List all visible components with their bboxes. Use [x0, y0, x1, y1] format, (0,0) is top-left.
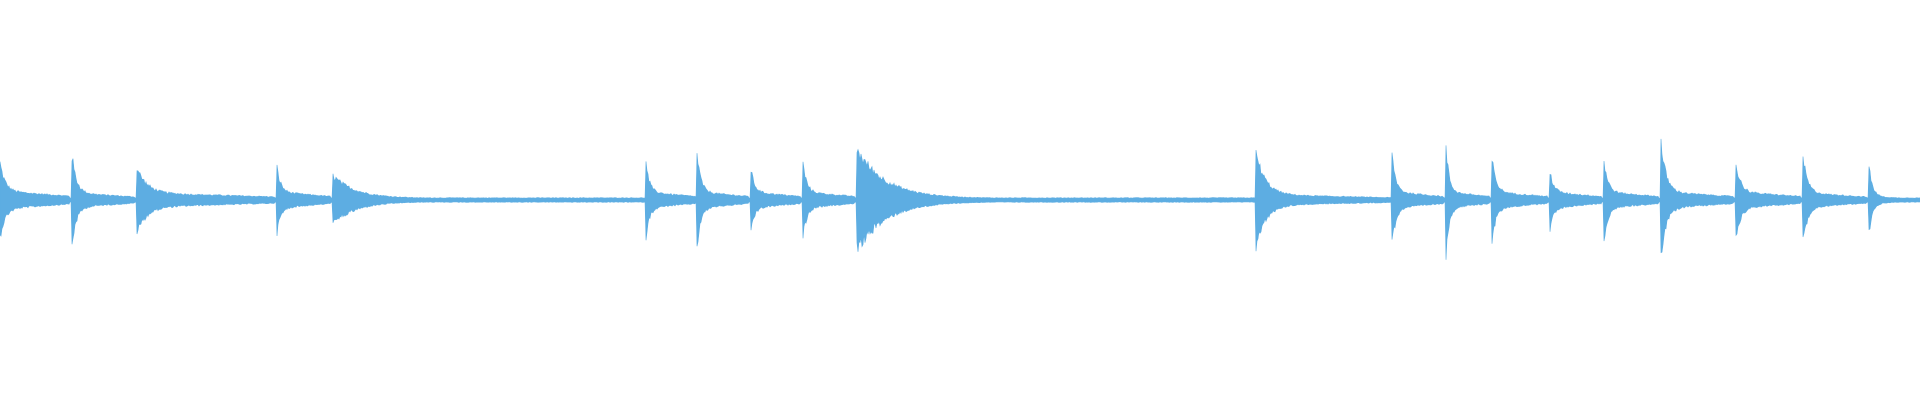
waveform-shape	[0, 138, 1920, 260]
